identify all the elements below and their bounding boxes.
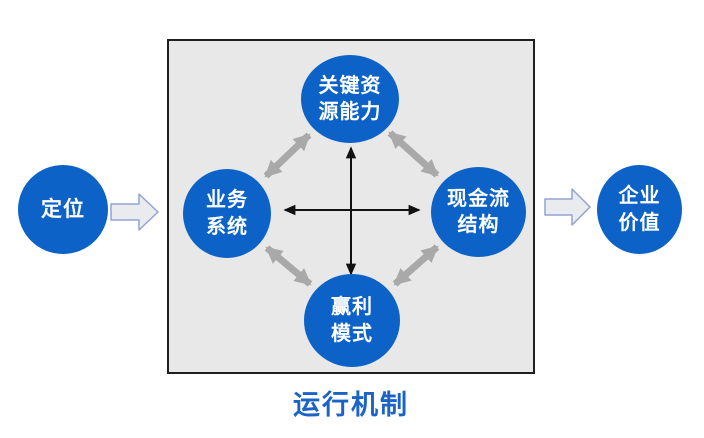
node-positioning-label: 定位 (41, 197, 85, 221)
output-flow-arrow-icon (544, 188, 591, 226)
node-enterprise-value: 企业 价值 (597, 165, 682, 254)
link-resources-cashflow-arrow (387, 130, 440, 178)
link-profit-business-arrow (264, 245, 313, 287)
node-profit-model-line1: 赢利 (331, 296, 373, 319)
node-key-resources-line2: 源能力 (318, 101, 382, 123)
node-business-system-line1: 业务 (206, 189, 248, 212)
node-enterprise-value-line1: 企业 (618, 185, 661, 208)
node-cash-flow-line1: 现金流 (447, 187, 510, 210)
node-cash-flow: 现金流 结构 (431, 167, 526, 257)
mechanism-caption: 运行机制 (293, 390, 409, 420)
node-business-system: 业务 系统 (183, 169, 271, 258)
input-flow-arrow-icon (110, 193, 159, 231)
node-key-resources: 关键资 源能力 (301, 55, 399, 143)
link-business-resources-arrow (263, 132, 312, 179)
node-profit-model: 赢利 模式 (304, 274, 400, 367)
node-cash-flow-line2: 结构 (457, 214, 500, 236)
node-positioning: 定位 (18, 165, 108, 254)
node-enterprise-value-line2: 价值 (618, 211, 661, 234)
node-business-system-line2: 系统 (206, 215, 248, 238)
node-key-resources-line1: 关键资 (318, 74, 382, 97)
node-profit-model-line2: 模式 (331, 322, 373, 345)
link-cashflow-profit-arrow (392, 244, 440, 287)
